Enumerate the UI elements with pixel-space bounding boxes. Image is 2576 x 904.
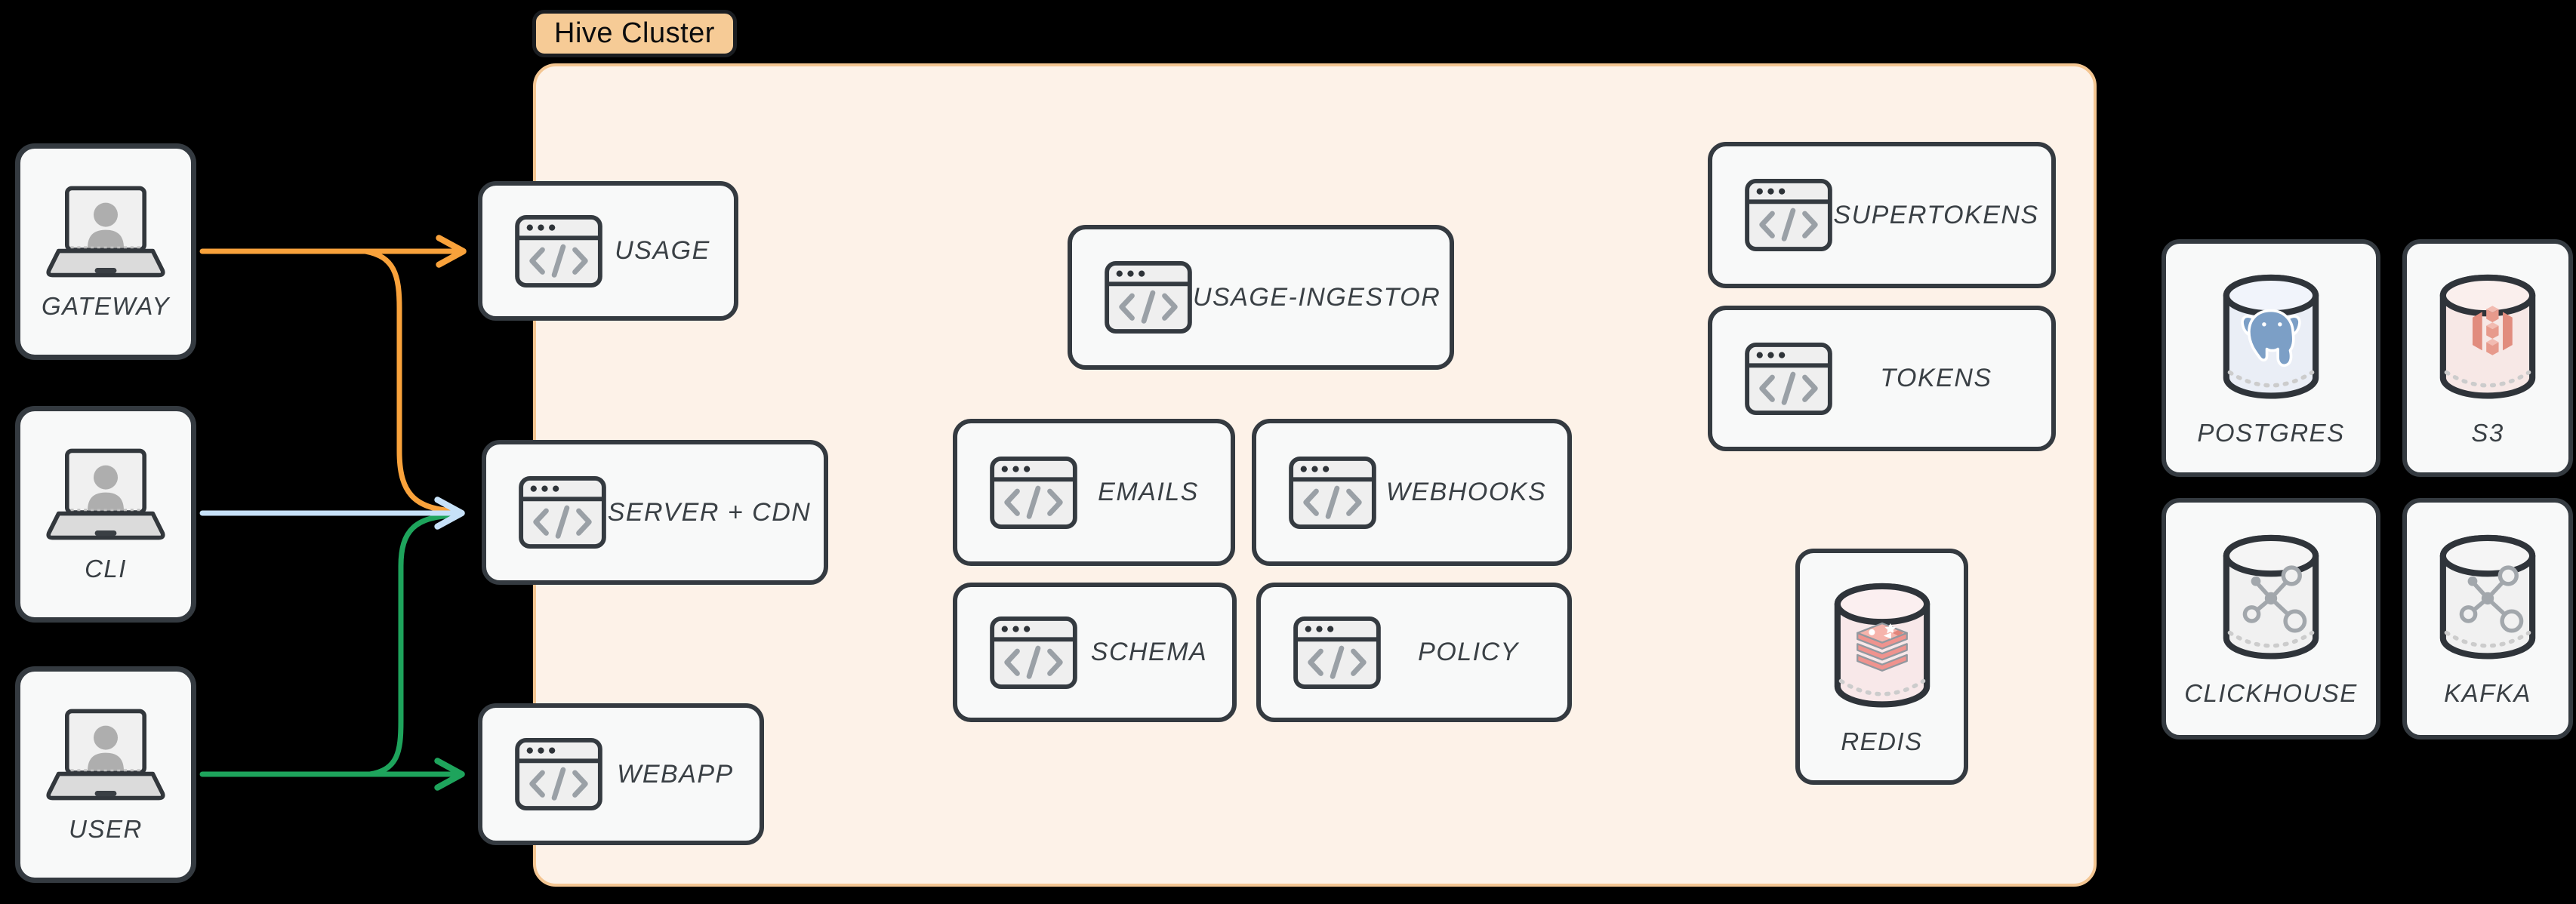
node-server-cdn: SERVER + CDN [482, 440, 828, 585]
clickhouse-db-icon [2216, 530, 2326, 667]
node-tokens: TOKENS [1708, 306, 2056, 451]
browser-code-icon [1744, 178, 1833, 252]
s3-db-icon [2433, 269, 2543, 407]
browser-code-icon [1104, 260, 1193, 334]
node-s3: S3 [2402, 239, 2573, 477]
kafka-db-icon [2433, 530, 2543, 667]
node-label: CLICKHOUSE [2184, 679, 2358, 707]
node-label: TOKENS [1880, 364, 1992, 392]
node-redis: REDIS [1795, 549, 1968, 785]
browser-code-icon [514, 737, 603, 811]
node-usage-ingestor: USAGE-INGESTOR [1068, 225, 1454, 370]
browser-code-icon [1288, 456, 1377, 530]
redis-db-icon [1827, 578, 1937, 715]
node-label: SCHEMA [1090, 638, 1208, 666]
node-label: EMAILS [1098, 478, 1199, 506]
node-label: USAGE [615, 236, 710, 265]
browser-code-icon [518, 475, 607, 549]
edge-gateway-server-cdn [362, 248, 461, 514]
node-label: POLICY [1418, 638, 1519, 666]
node-emails: EMAILS [953, 419, 1235, 566]
laptop-user-icon [45, 446, 166, 543]
hive-cluster-badge: Hive Cluster [532, 10, 737, 57]
node-label: S3 [2471, 418, 2504, 447]
node-supertokens: SUPERTOKENS [1708, 142, 2056, 288]
node-clickhouse: CLICKHOUSE [2162, 498, 2380, 739]
node-label: KAFKA [2444, 679, 2531, 707]
browser-code-icon [1293, 616, 1382, 690]
browser-code-icon [989, 456, 1078, 530]
node-label: REDIS [1841, 727, 1923, 755]
browser-code-icon [1744, 342, 1833, 416]
browser-code-icon [514, 214, 603, 288]
node-label: SERVER + CDN [607, 497, 812, 527]
node-label: GATEWAY [41, 291, 171, 320]
node-label: WEBAPP [617, 759, 734, 789]
node-user: USER [15, 666, 196, 883]
node-label: WEBHOOKS [1385, 478, 1547, 506]
laptop-user-icon [45, 183, 166, 280]
node-label: USER [69, 814, 143, 843]
node-schema: SCHEMA [953, 583, 1237, 722]
edge-user-server-cdn [367, 512, 459, 777]
node-label: SUPERTOKENS [1833, 200, 2039, 229]
node-usage: USAGE [478, 181, 738, 321]
postgres-db-icon [2216, 269, 2326, 407]
node-label: USAGE-INGESTOR [1193, 282, 1441, 312]
laptop-user-icon [45, 706, 166, 803]
node-gateway: GATEWAY [15, 143, 196, 360]
node-kafka: KAFKA [2402, 498, 2573, 739]
node-label: POSTGRES [2197, 418, 2345, 447]
node-policy: POLICY [1256, 583, 1572, 722]
node-label: CLI [85, 554, 127, 583]
node-webhooks: WEBHOOKS [1252, 419, 1572, 566]
node-cli: CLI [15, 406, 196, 623]
node-postgres: POSTGRES [2162, 239, 2380, 477]
browser-code-icon [989, 616, 1078, 690]
node-webapp: WEBAPP [478, 703, 764, 845]
